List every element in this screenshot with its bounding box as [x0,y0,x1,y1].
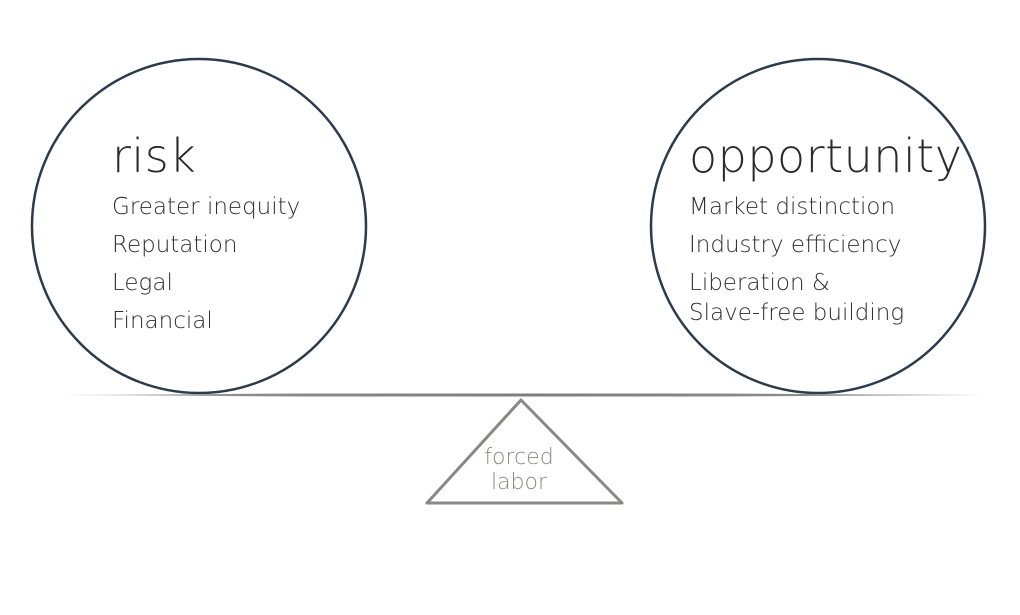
risk-panel: risk Greater inequity Reputation Legal F… [112,133,300,345]
opportunity-panel: opportunity Market distinction Industry … [689,133,962,337]
risk-item: Financial [112,308,213,334]
fulcrum-label-line: labor [490,470,548,495]
fulcrum-triangle [425,398,624,505]
risk-item: Greater inequity [112,194,301,220]
fulcrum-label-line: forced [484,445,554,470]
risk-item: Reputation [112,232,238,258]
fulcrum-label: forced labor [456,445,582,495]
risk-item: Legal [112,270,173,296]
risk-title: risk [112,129,197,183]
opportunity-item: Slave-free building [689,300,905,326]
opportunity-item: Market distinction [689,194,896,220]
risk-circle [30,57,368,395]
balance-beam [58,393,992,397]
opportunity-circle [649,57,987,395]
opportunity-item: Industry efficiency [689,232,902,258]
opportunity-list: Market distinction Industry efficiency L… [689,193,962,327]
opportunity-item: Liberation & [689,270,830,296]
risk-list: Greater inequity Reputation Legal Financ… [112,193,300,335]
opportunity-title: opportunity [689,129,963,183]
